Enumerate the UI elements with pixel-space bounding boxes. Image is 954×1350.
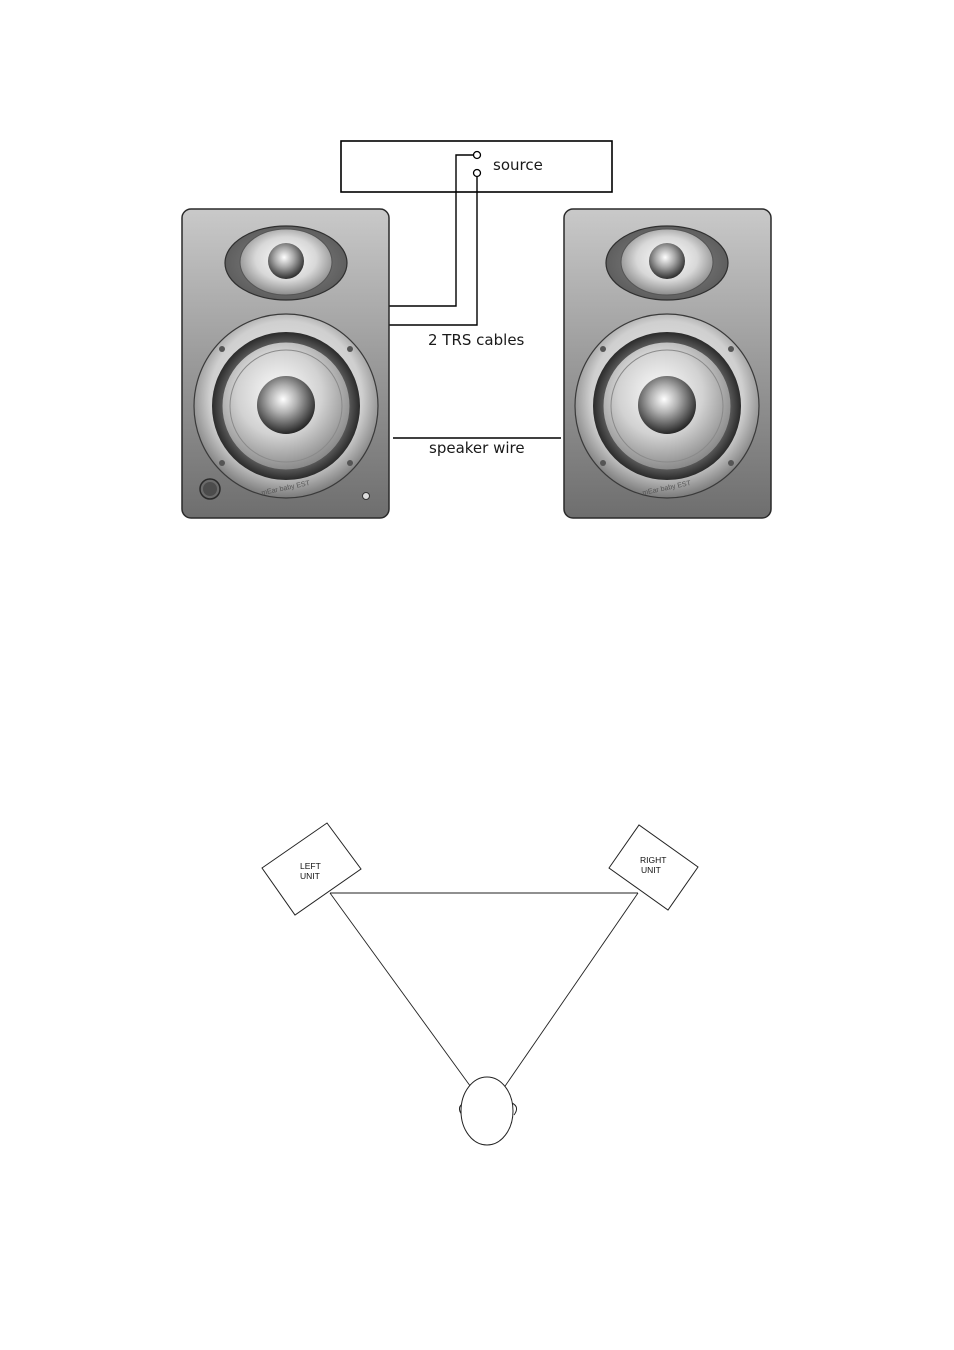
speaker-wire-label: speaker wire <box>429 439 525 457</box>
triangle-left-line <box>329 892 477 1095</box>
left-speaker: mEar baby EST <box>181 208 390 519</box>
left-volume-knob-inner <box>203 482 217 496</box>
left-screw-tl <box>219 346 225 352</box>
right-screw-tr <box>728 346 734 352</box>
left-screw-br <box>347 460 353 466</box>
right-unit-label-line2: UNIT <box>641 865 661 875</box>
triangle-right-line <box>500 892 639 1093</box>
right-unit-label-line1: RIGHT <box>640 855 666 865</box>
right-unit-box <box>608 824 699 911</box>
left-power-led <box>362 492 370 500</box>
placement-diagram: LEFT UNIT RIGHT UNIT <box>261 822 699 1146</box>
right-screw-bl <box>600 460 606 466</box>
right-woofer-cone-ring <box>610 349 724 463</box>
source-label: source <box>493 156 543 174</box>
trs-cable-2 <box>388 177 478 326</box>
source-jack-right <box>472 168 482 178</box>
listener-head <box>458 1076 518 1146</box>
left-woofer-dustcap <box>257 376 315 434</box>
right-screw-tl <box>600 346 606 352</box>
left-unit-box <box>261 822 362 916</box>
left-unit-label-line1: LEFT <box>300 861 321 871</box>
right-woofer-dustcap <box>638 376 696 434</box>
left-unit-label-line2: UNIT <box>300 871 320 881</box>
trs-cable-1 <box>388 154 473 307</box>
left-woofer-cone-ring <box>229 349 343 463</box>
left-tweeter-dome <box>268 243 304 279</box>
right-tweeter-dome <box>649 243 685 279</box>
left-screw-bl <box>219 460 225 466</box>
trs-cables <box>388 154 478 326</box>
left-screw-tr <box>347 346 353 352</box>
source-jack-left <box>472 150 482 160</box>
right-screw-br <box>728 460 734 466</box>
head-outline <box>460 1076 514 1146</box>
right-speaker: mEar baby EST <box>563 208 772 519</box>
trs-cables-label: 2 TRS cables <box>428 331 525 349</box>
